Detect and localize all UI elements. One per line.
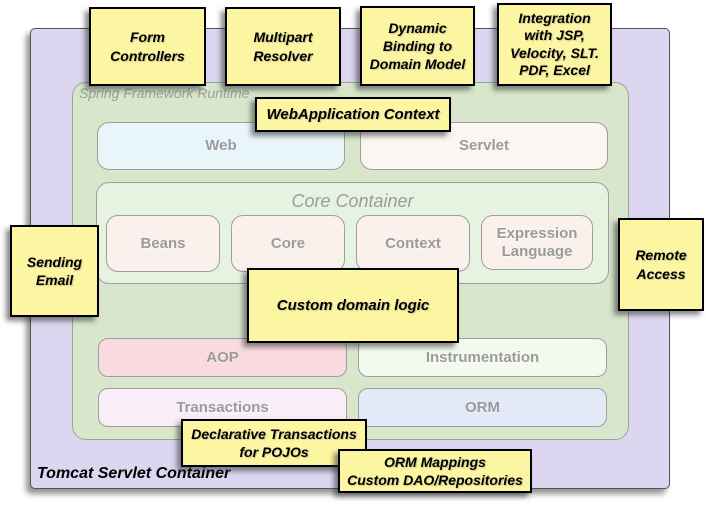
aop-module-box: AOP [98, 338, 347, 377]
note-declarative-transactions: Declarative Transactions for POJOs [181, 419, 367, 467]
tomcat-servlet-container-label: Tomcat Servlet Container [37, 465, 231, 482]
note-form-controllers: Form Controllers [89, 7, 206, 86]
core-container-title: Core Container [291, 191, 414, 211]
core-module-box: Core [231, 215, 345, 272]
orm-module-box: ORM [358, 388, 607, 427]
spring-framework-runtime-label: Spring Framework Runtime [79, 85, 250, 101]
note-webapplication-context: WebApplication Context [255, 97, 451, 132]
note-custom-domain-logic: Custom domain logic [247, 268, 459, 343]
note-dynamic-binding: Dynamic Binding to Domain Model [360, 6, 475, 86]
context-module-box: Context [356, 215, 470, 272]
web-module-box: Web [97, 122, 345, 170]
note-remote-access: Remote Access [618, 218, 704, 311]
expression-language-module-box: Expression Language [481, 215, 593, 270]
note-orm-mappings: ORM Mappings Custom DAO/Repositories [338, 449, 532, 493]
note-multipart-resolver: Multipart Resolver [225, 7, 341, 86]
beans-module-box: Beans [106, 215, 220, 272]
note-integration-views: Integration with JSP, Velocity, SLT. PDF… [497, 3, 612, 86]
note-sending-email: Sending Email [10, 225, 99, 317]
instrumentation-module-box: Instrumentation [358, 338, 607, 377]
